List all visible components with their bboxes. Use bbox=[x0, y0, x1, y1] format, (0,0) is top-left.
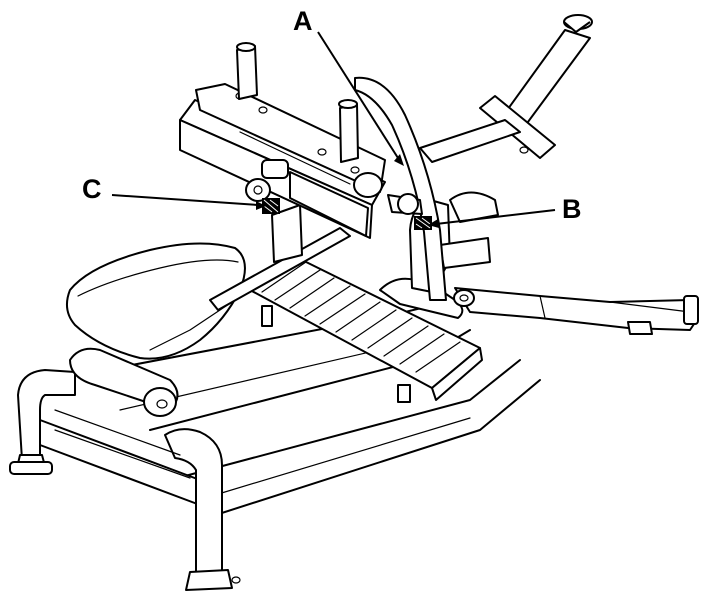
front-u-frame bbox=[9, 369, 241, 591]
callout-label-c: C bbox=[82, 174, 102, 204]
decal-b bbox=[414, 216, 432, 230]
callout-b: B bbox=[428, 194, 582, 228]
decal-c bbox=[262, 198, 280, 214]
weight-posts bbox=[236, 42, 359, 163]
callout-a: A bbox=[293, 6, 404, 166]
curved-lever-arm bbox=[354, 76, 447, 301]
seat-pad bbox=[65, 242, 246, 360]
rear-right-leg bbox=[454, 287, 699, 335]
rear-weight-horn bbox=[419, 14, 593, 163]
adjustment-knob bbox=[245, 159, 289, 202]
pivot-axle bbox=[387, 193, 423, 215]
callout-label-a: A bbox=[293, 6, 313, 36]
front-roller bbox=[69, 347, 179, 417]
foot-platform bbox=[249, 257, 483, 403]
callout-c: C bbox=[82, 174, 266, 210]
callout-label-b: B bbox=[562, 194, 582, 224]
